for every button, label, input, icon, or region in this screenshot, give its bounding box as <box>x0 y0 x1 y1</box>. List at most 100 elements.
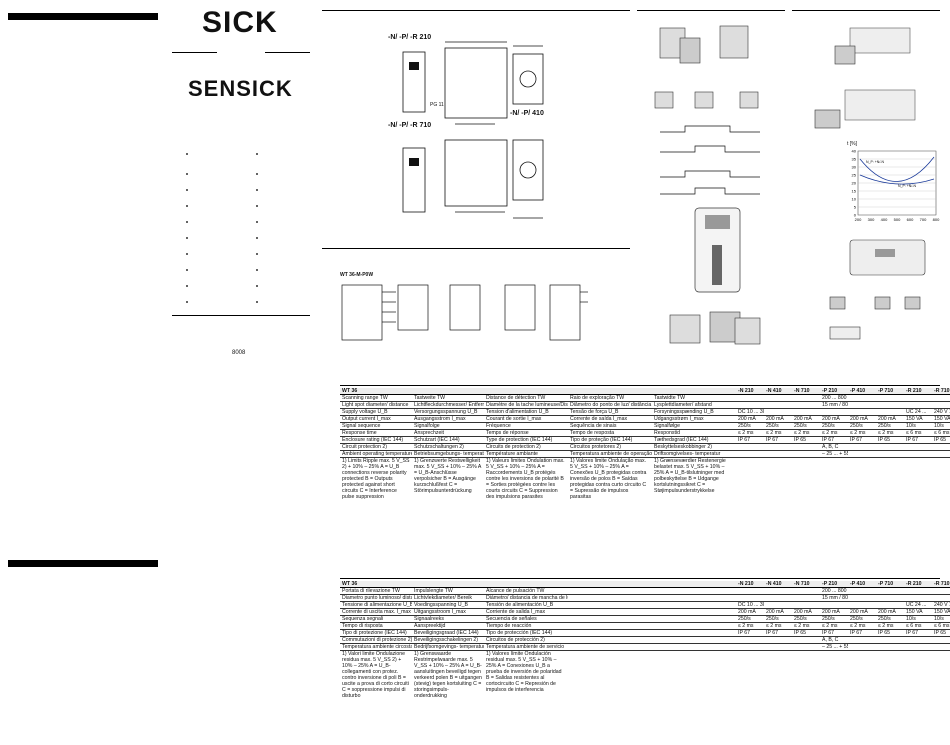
table-cell: IP 67 <box>848 629 876 637</box>
table-cell <box>876 450 904 458</box>
table-cell: UC 24 ... <box>904 408 932 416</box>
table-cell <box>568 643 652 651</box>
table-cell <box>764 394 792 402</box>
table-cell <box>736 643 764 651</box>
table-cell <box>652 643 736 651</box>
timing-diagram <box>660 125 760 195</box>
table-cell <box>932 643 950 651</box>
logo-rule <box>172 52 217 53</box>
table-cell <box>792 594 820 602</box>
table-cell: 10/s <box>932 615 950 623</box>
table-cell <box>764 636 792 644</box>
table-cell: Commutazioni di protezione 2) <box>340 636 412 644</box>
table-header-cell <box>568 388 652 395</box>
table-cell: IP 65 <box>932 629 950 637</box>
graph-series-1 <box>859 156 935 182</box>
table-cell <box>932 636 950 644</box>
table-cell <box>932 450 950 458</box>
table-cell: Alcance de pulsación TW <box>484 587 568 595</box>
spec-table-2: WT 36-N 210-N 410-N 710-P 210-P 410-P 71… <box>340 581 950 699</box>
table-cell <box>904 643 932 651</box>
table-cell <box>792 636 820 644</box>
graph-legend-label: N_P: +N/-N <box>898 184 916 188</box>
table-cell <box>904 401 932 409</box>
table-cell: ≤ 2 ms <box>736 429 764 437</box>
table-header-cell: -N 710 <box>792 581 820 588</box>
table-cell: Diâmetro do ponto de luz/ distância <box>568 401 652 409</box>
table-cell: 200 mA <box>820 608 848 616</box>
table-cell: Aanspreektijd <box>412 622 484 630</box>
table-cell <box>904 443 932 451</box>
table-cell <box>764 443 792 451</box>
table-cell: 250/s <box>736 422 764 430</box>
table-cell <box>904 587 932 595</box>
table-cell <box>764 643 792 651</box>
table-cell: Tipo de proteção (IEC 144) <box>568 436 652 444</box>
table-note: 1) Limits Ripple max. 5 V_SS 2) + 10% – … <box>342 458 410 500</box>
table-cell: Lichtvlekdiameter/ Bereik <box>412 594 484 602</box>
table-cell: Scanning range TW <box>340 394 412 402</box>
table-cell: Tensione di alimentazione U_B <box>340 601 412 609</box>
table-cell: IP 67 <box>848 436 876 444</box>
table-header-cell: -N 210 <box>736 581 764 588</box>
table-cell: ≤ 6 ms <box>932 429 950 437</box>
table-cell: 200 mA <box>848 415 876 423</box>
table-cell: DC 10 ... 30 V 1) <box>736 408 764 416</box>
table-cell: Forsyningsspænding U_B <box>652 408 736 416</box>
table-cell: Beveiligingsschakelingen 2) <box>412 636 484 644</box>
table-cell <box>848 594 876 602</box>
table-header-cell: -P 210 <box>820 581 848 588</box>
table-cell: Beskyttelseskobbinger 2) <box>652 443 736 451</box>
table-cell: Portata di rilevazione TW <box>340 587 412 595</box>
table-cell: 150 VA <box>904 608 932 616</box>
scanning-photo <box>834 27 911 65</box>
alignment-diagram <box>829 296 921 340</box>
table-cell: Driftsomgivelses- temperatur <box>652 450 736 458</box>
table-cell: Versorgungsspannung U_B <box>412 408 484 416</box>
table-header-cell <box>412 581 484 588</box>
variant-a-label: -N/ -P/ -R 210 <box>388 34 432 41</box>
table-cell: Ambient operating temperature <box>340 450 412 458</box>
table-cell: DC 10 ... 30 V 1) <box>736 601 764 609</box>
page-number: 8008 <box>232 350 246 356</box>
table-cell: IP 67 <box>764 436 792 444</box>
table-cell: 200 ... 800 mm <box>820 394 848 402</box>
table-note: 1) Valori limite Ondulazione residua max… <box>342 651 409 699</box>
table-cell <box>848 636 876 644</box>
table-row: Temperatura ambiente circostanteBedrijfs… <box>340 643 950 651</box>
table-cell: Schutzschaltungen 2) <box>412 443 484 451</box>
table-cell <box>848 401 876 409</box>
graph-xtick: 500 <box>894 217 901 222</box>
table-cell <box>848 394 876 402</box>
table-cell: Diámetro/ distancia de mancha de luz <box>484 594 568 602</box>
table-cell: 15 mm / 800 mm <box>820 594 848 602</box>
table-cell: IP 65 <box>876 436 904 444</box>
table-cell <box>764 601 792 609</box>
table-cell: A, B, C <box>820 636 848 644</box>
table-cell <box>764 587 792 595</box>
bullet-markers <box>186 153 258 303</box>
table-cell: 240 V 1) <box>932 408 950 416</box>
table-cell <box>568 629 652 637</box>
table-cell <box>568 608 652 616</box>
table-header-cell <box>484 388 568 395</box>
table-cell: 250/s <box>848 422 876 430</box>
table-cell: Diametro punto luminoso/ distanza <box>340 594 412 602</box>
table-cell <box>848 587 876 595</box>
table-note: 1) Valores límite Ondulación residual ma… <box>486 651 562 693</box>
table-cell: ≤ 2 ms <box>764 622 792 630</box>
graph-ytick: 30 <box>852 165 857 170</box>
table-header-cell: -P 410 <box>848 388 876 395</box>
table-header-cell: -R 210 <box>904 581 932 588</box>
table-cell <box>904 594 932 602</box>
table-cell: ≤ 2 ms <box>876 622 904 630</box>
table-cell <box>652 629 736 637</box>
table-cell: Distance de détection TW <box>484 394 568 402</box>
table-header-cell <box>568 581 652 588</box>
table-cell <box>652 601 736 609</box>
table-cell: Bedrijfsomgevings- temperatuur <box>412 643 484 651</box>
